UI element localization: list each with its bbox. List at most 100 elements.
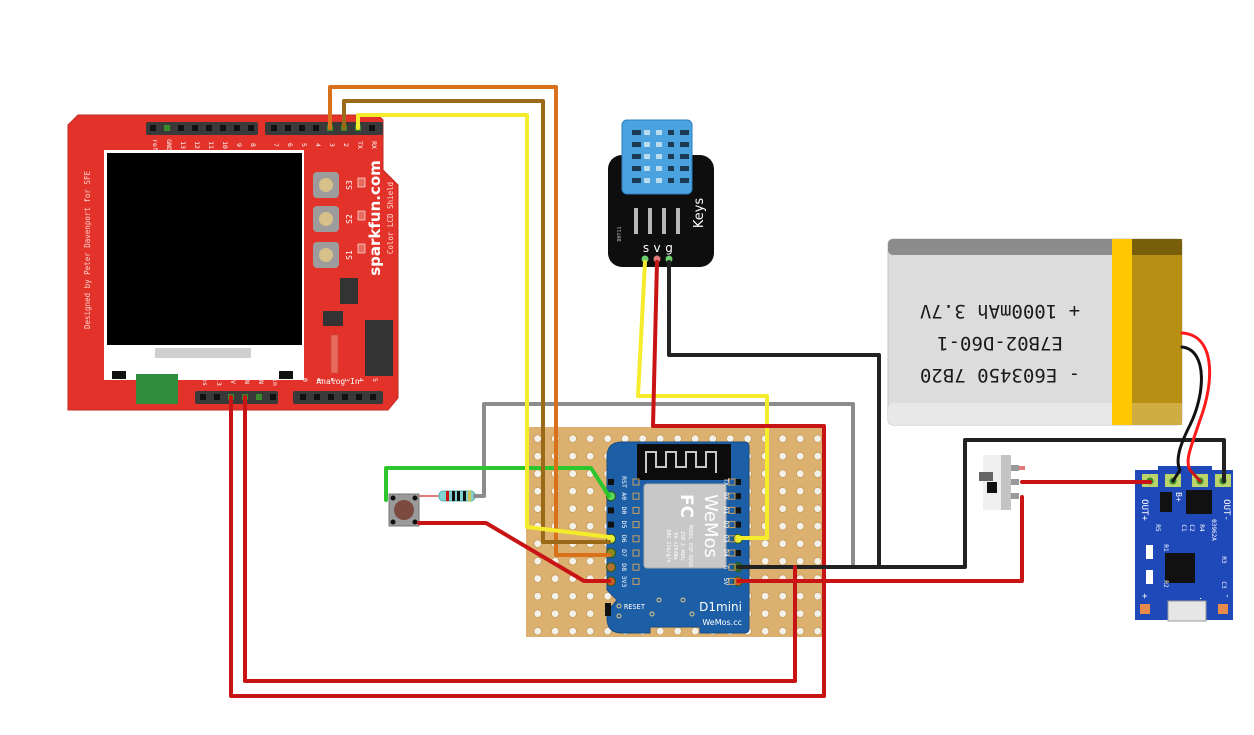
wire-red-shield-gn[interactable] bbox=[243, 395, 797, 683]
d1mini-label: D1mini bbox=[699, 600, 742, 614]
wire-yellow-tx[interactable] bbox=[356, 113, 611, 539]
shield-top-pin[interactable] bbox=[271, 125, 277, 131]
shield-power-pin[interactable] bbox=[270, 394, 276, 400]
reset-button[interactable] bbox=[605, 603, 611, 616]
dht-grille bbox=[668, 166, 674, 171]
switch-toggle[interactable] bbox=[987, 482, 997, 493]
shield-top-pin[interactable] bbox=[178, 125, 184, 131]
wemos-right-pin[interactable] bbox=[735, 507, 741, 514]
esp8266-module bbox=[643, 483, 727, 569]
dht-grille bbox=[656, 130, 662, 135]
wemos-left-pin-label: D5 bbox=[620, 521, 628, 529]
wemos-right-pin[interactable] bbox=[735, 550, 741, 556]
wire-black-dht[interactable] bbox=[667, 260, 881, 569]
dht-grille bbox=[656, 154, 662, 159]
wemos-left-pin[interactable] bbox=[608, 479, 614, 485]
shield-top-pin[interactable] bbox=[150, 125, 156, 131]
micro-usb-port[interactable] bbox=[1167, 600, 1207, 622]
shield-top-pin-label: ref bbox=[151, 139, 159, 151]
dht-pin-g: g bbox=[665, 241, 673, 255]
shield-top-pin-label: 6 bbox=[286, 143, 294, 147]
shield-power-pin-label: Vin bbox=[271, 374, 279, 386]
shield-button-s3[interactable] bbox=[313, 172, 339, 198]
wire-red-button[interactable] bbox=[417, 521, 611, 583]
shield-top-pin[interactable] bbox=[285, 125, 291, 131]
shield-power-pin-label: GN bbox=[243, 376, 251, 384]
shield-top-pin-label: 13 bbox=[179, 141, 187, 149]
wire-brown[interactable] bbox=[342, 99, 611, 544]
wemos-left-pin-label: D8 bbox=[620, 563, 628, 571]
dht-grille bbox=[668, 142, 674, 147]
shield-top-pin-label: 10 bbox=[221, 141, 229, 149]
shield-analog-pin-label: 0 bbox=[301, 378, 309, 382]
wire-red-dht[interactable] bbox=[651, 260, 826, 698]
wemos-left-pin-label: 3V3 bbox=[620, 576, 628, 588]
shield-analog-pin[interactable] bbox=[300, 394, 306, 400]
wemos-right-pin-label: 5V bbox=[722, 577, 730, 585]
dht-grille bbox=[668, 130, 674, 135]
label-c1: C1 bbox=[1180, 524, 1187, 532]
charger-chip-small bbox=[1160, 492, 1172, 512]
label-r2: R2 bbox=[1162, 580, 1169, 588]
shield-power-pin[interactable] bbox=[214, 394, 220, 400]
wemos-left-pin[interactable] bbox=[608, 507, 614, 514]
module-spec: ISM 2.4GHz bbox=[679, 531, 685, 561]
shield-analog-pin[interactable] bbox=[342, 394, 348, 400]
shield-analog-pin[interactable] bbox=[328, 394, 334, 400]
lcd-flex-cable bbox=[136, 374, 178, 404]
shield-top-pin-label: 11 bbox=[207, 141, 215, 149]
wemos-left-pin-label: A0 bbox=[620, 492, 628, 500]
shield-analog-pin[interactable] bbox=[314, 394, 320, 400]
shield-analog-pin-label: 4 bbox=[357, 378, 365, 382]
wemos-left-pin-label: RST bbox=[620, 476, 628, 488]
wemos-left-pin[interactable] bbox=[608, 521, 614, 528]
battery-line-capacity: + 1000mAh 3.7V bbox=[920, 300, 1080, 322]
shield-top-pin[interactable] bbox=[248, 125, 254, 131]
wire-red-shield-5v[interactable] bbox=[229, 395, 826, 698]
charger-pad-plus bbox=[1140, 604, 1150, 614]
shield-power-pin[interactable] bbox=[256, 394, 262, 400]
slide-switch[interactable] bbox=[979, 455, 1025, 510]
wemos-right-pin-label: D1 bbox=[722, 506, 730, 514]
label-s1: S1 bbox=[345, 250, 354, 260]
shield-top-pin[interactable] bbox=[234, 125, 240, 131]
wemos-left-pin[interactable] bbox=[606, 562, 616, 573]
shield-button-s1[interactable] bbox=[313, 242, 339, 268]
shield-analog-pin[interactable] bbox=[370, 394, 376, 400]
shield-top-pin-label: 4 bbox=[314, 143, 322, 147]
wemos-right-pin[interactable] bbox=[735, 493, 741, 500]
dht-grille bbox=[644, 178, 650, 183]
wemos-d1-mini: WeMos FC MODEL ESP-8266 ISM 2.4GHz PA +2… bbox=[605, 441, 750, 634]
wire-gray[interactable] bbox=[473, 402, 855, 568]
shield-top-pin[interactable] bbox=[299, 125, 305, 131]
shield-top-pin[interactable] bbox=[192, 125, 198, 131]
wire-yellow-dht[interactable] bbox=[636, 260, 769, 540]
wire-battery-black[interactable] bbox=[1176, 345, 1203, 472]
shield-power-pin[interactable] bbox=[200, 394, 206, 400]
wire-red-5v[interactable] bbox=[736, 495, 1024, 583]
wemos-right-pin-label: RX bbox=[722, 492, 730, 500]
chip bbox=[365, 320, 393, 376]
wire-green[interactable] bbox=[384, 466, 611, 502]
push-button[interactable] bbox=[388, 493, 420, 527]
sparkfun-brand: sparkfun.com bbox=[366, 160, 384, 276]
wemos-right-pin[interactable] bbox=[735, 479, 741, 485]
shield-top-pin[interactable] bbox=[220, 125, 226, 131]
shield-top-pin-label: 2 bbox=[342, 143, 350, 147]
shield-top-pin[interactable] bbox=[206, 125, 212, 131]
shield-top-pin[interactable] bbox=[369, 125, 375, 131]
shield-top-pin[interactable] bbox=[313, 125, 319, 131]
charger-pad-minus bbox=[1218, 604, 1228, 614]
label-c2: C2 bbox=[1188, 524, 1195, 532]
dht-grille bbox=[632, 130, 641, 135]
shield-analog-pin[interactable] bbox=[356, 394, 362, 400]
wire-black-gnd[interactable] bbox=[736, 438, 1226, 569]
wire-battery-red[interactable] bbox=[1180, 331, 1212, 472]
wemos-right-pin[interactable] bbox=[735, 521, 741, 528]
wire-orange[interactable] bbox=[328, 85, 611, 557]
shield-button-s2[interactable] bbox=[313, 206, 339, 232]
shield-top-pin[interactable] bbox=[164, 125, 170, 131]
header-top-left bbox=[146, 122, 258, 135]
chip bbox=[323, 311, 343, 326]
